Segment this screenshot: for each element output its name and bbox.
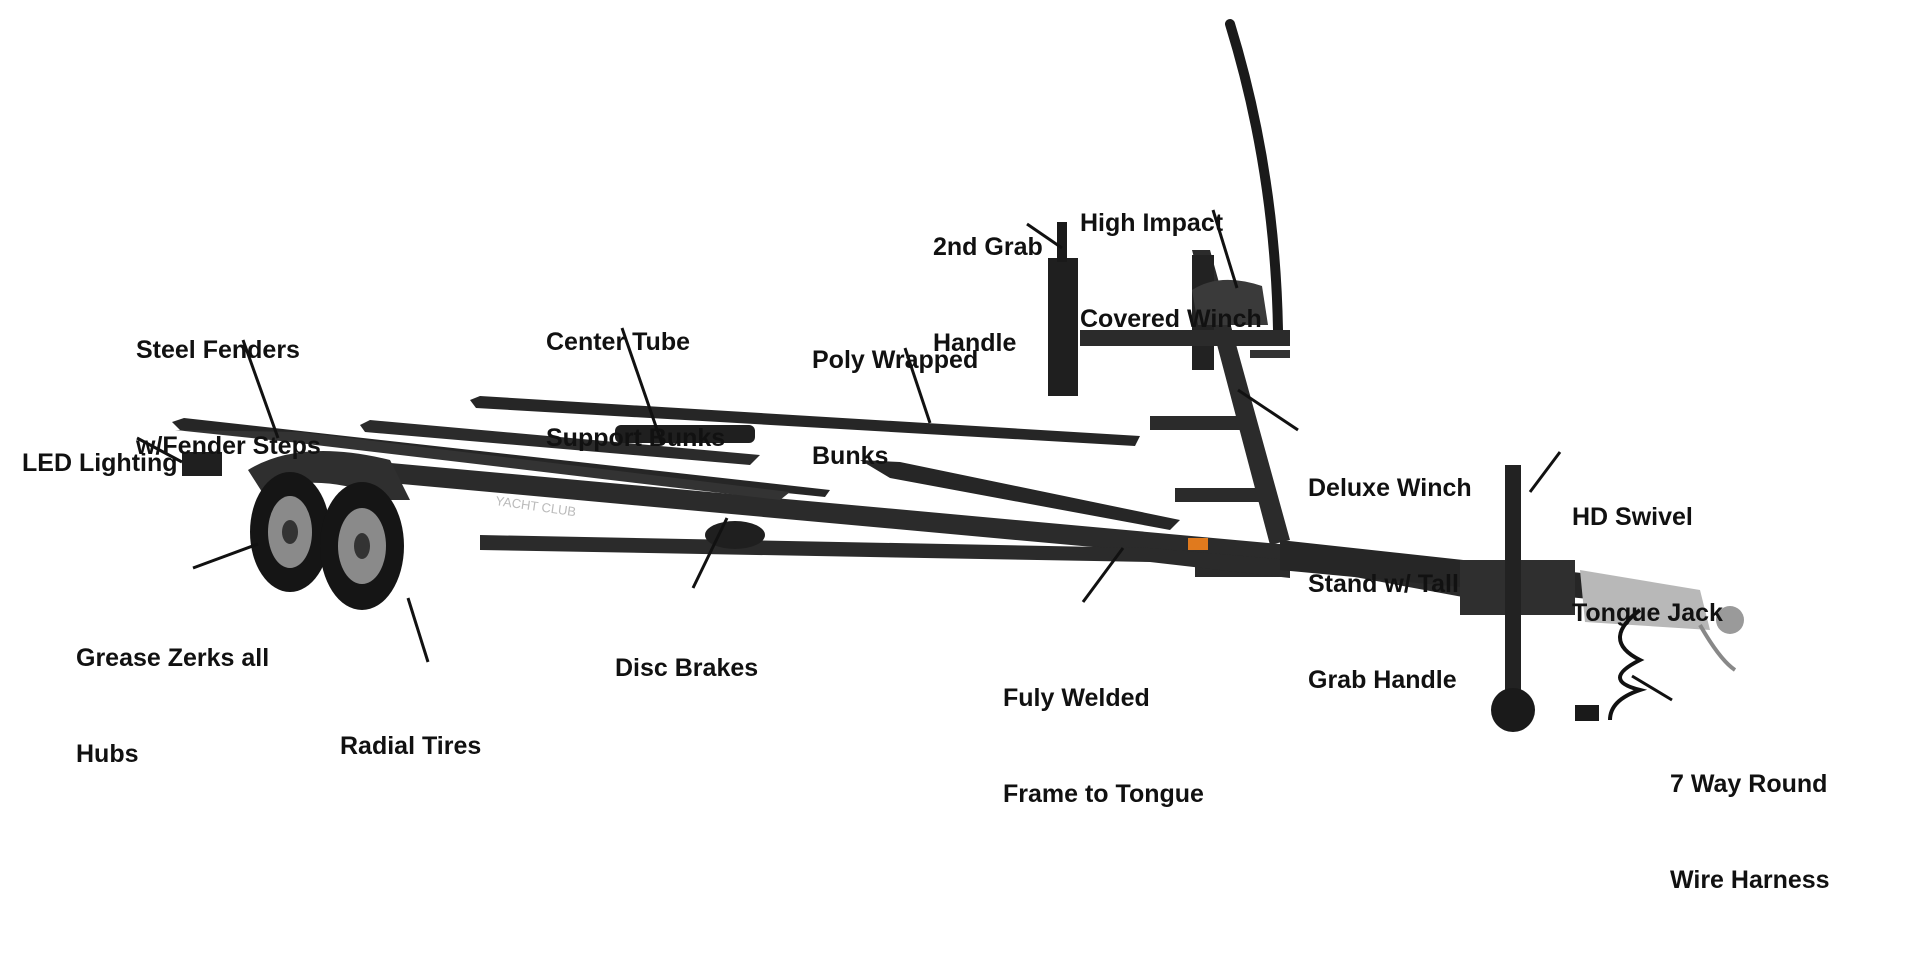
leader-line xyxy=(1631,674,1673,702)
winch-housing xyxy=(1192,279,1268,325)
tall-grab-handle xyxy=(1225,19,1283,335)
leader-line xyxy=(241,339,280,439)
label-grab-handle-2nd: 2nd Grab Handle xyxy=(933,233,1043,357)
label-disc-brakes: Disc Brakes xyxy=(615,654,759,682)
label-steel-fenders: Steel Fenders w/Fender Steps xyxy=(136,336,321,460)
label-fully-welded: Fuly Welded Frame to Tongue xyxy=(1003,684,1204,808)
label-deluxe-winch-stand: Deluxe Winch Stand w/ Tall Grab Handle xyxy=(1308,474,1472,694)
annotated-trailer-diagram: YACHT CLUB High Impact Covered Winch 2nd… xyxy=(22,19,1830,894)
winch-step xyxy=(1150,416,1240,430)
coupler-ball xyxy=(1716,606,1744,634)
winch-arm xyxy=(1080,330,1290,346)
trailer-illustration: YACHT CLUB xyxy=(136,19,1744,732)
winch-handle xyxy=(1250,350,1290,358)
label-radial-tires: Radial Tires xyxy=(340,732,482,760)
leader-line xyxy=(1026,222,1063,250)
coupler xyxy=(1580,570,1710,630)
leader-line xyxy=(1081,547,1125,603)
grab-handle-bar xyxy=(1057,222,1067,262)
bunk-board xyxy=(175,430,790,500)
leader-line xyxy=(691,517,729,589)
disc-brake xyxy=(705,521,765,549)
rim-hub xyxy=(354,533,370,559)
frame-rail xyxy=(860,460,1180,530)
wire-harness-cable xyxy=(1608,608,1648,721)
leader-line xyxy=(620,327,664,445)
grab-handle-plate xyxy=(1048,258,1078,396)
label-poly-wrapped: Poly Wrapped Bunks xyxy=(812,346,979,470)
leader-line xyxy=(1237,388,1299,432)
support-tube xyxy=(615,425,755,443)
leader-line xyxy=(192,542,259,570)
tail-light-bar xyxy=(182,452,222,476)
label-grease-zerks: Grease Zerks all Hubs xyxy=(76,644,270,768)
label-led-lighting: LED Lighting xyxy=(22,449,178,477)
label-center-tube: Center Tube Support Bunks xyxy=(546,328,726,452)
bunk-board xyxy=(470,396,1140,446)
label-hd-swivel-jack: HD Swivel Tongue Jack xyxy=(1572,503,1723,627)
label-wire-harness: 7 Way Round Wire Harness xyxy=(1670,770,1830,894)
frame-rail xyxy=(370,462,1560,615)
amber-marker-light xyxy=(1188,538,1208,550)
safety-chain xyxy=(1698,624,1737,672)
leader-line xyxy=(903,347,932,424)
tongue-jack xyxy=(1505,465,1521,695)
leader-line xyxy=(136,436,183,464)
frame-rail xyxy=(480,535,1290,578)
leader-line xyxy=(406,597,430,663)
winch-step xyxy=(1175,488,1265,502)
rim-hub xyxy=(282,520,298,544)
leader-line xyxy=(1528,451,1562,493)
jack-wheel xyxy=(1491,688,1535,732)
label-high-impact-winch: High Impact Covered Winch xyxy=(1080,209,1262,333)
bunk-board xyxy=(360,420,760,465)
wire-harness-plug xyxy=(1575,705,1599,721)
leader-line xyxy=(1211,209,1239,289)
